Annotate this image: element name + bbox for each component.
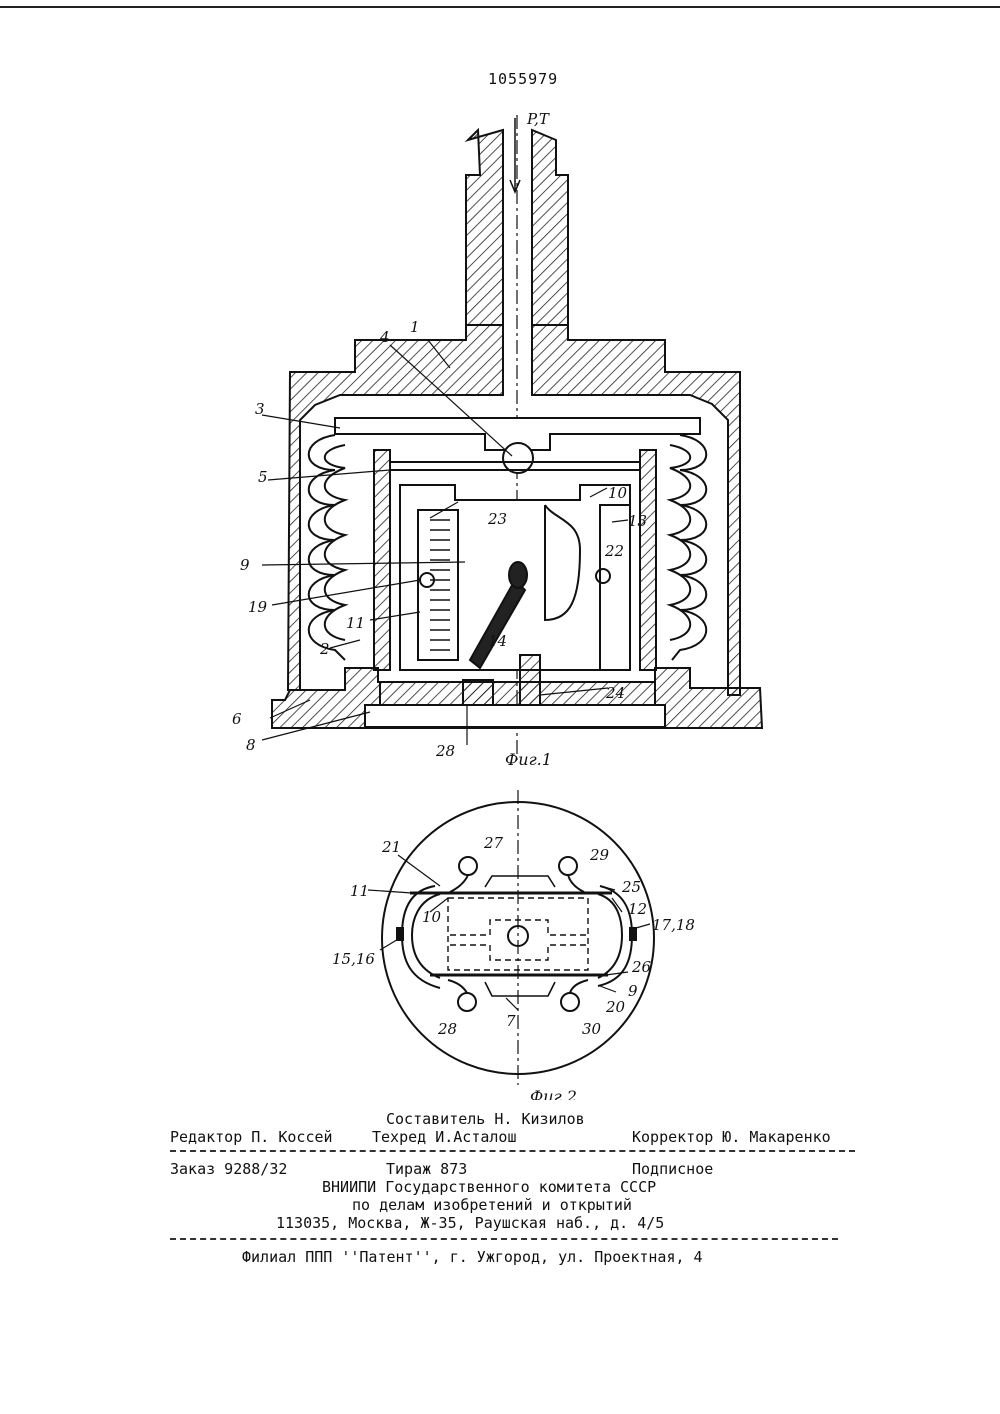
label-19: 19 [248,598,268,616]
rule-1 [170,1150,855,1152]
label-22: 22 [604,542,624,560]
terminal-30 [561,993,579,1011]
techred: Техред И.Асталош [372,1128,517,1146]
org-line-2: по делам изобретений и открытий [352,1196,632,1214]
label-13: 13 [628,512,647,530]
address: 113035, Москва, Ж-35, Раушская наб., д. … [276,1214,664,1232]
label-15-16: 15,16 [332,950,375,968]
label-4: 4 [379,328,390,346]
label-10: 10 [608,484,628,502]
ball-4 [503,443,533,473]
label-8: 8 [246,736,256,754]
rule-2 [170,1238,838,1240]
fig2-caption: Фиг.2 [530,1087,577,1100]
org-line-1: ВНИИПИ Государственного комитета СССР [322,1178,656,1196]
circulation: Тираж 873 [386,1160,467,1178]
label-2: 2 [319,640,330,658]
label-9b: 9 [628,982,638,1000]
subscription: Подписное [632,1160,713,1178]
label-21: 21 [381,838,401,856]
technical-drawing: P,T 1 4 3 5 23 10 13 9 22 19 11 2 14 24 … [0,0,1000,1100]
label-20: 20 [605,998,626,1016]
sensing-plate-11 [418,510,458,660]
label-11b: 11 [350,882,369,900]
editor: Редактор П. Коссей [170,1128,333,1146]
spring-left [402,886,440,988]
cup-wall-left [374,450,390,670]
label-12: 12 [628,900,647,918]
cup-wall-right [640,450,656,670]
label-7: 7 [506,1012,516,1030]
branch: Филиал ППП ''Патент'', г. Ужгород, ул. П… [242,1248,703,1266]
corrector: Корректор Ю. Макаренко [632,1128,831,1146]
label-28b: 28 [437,1020,457,1038]
fig2-labels: 21 27 29 11 25 10 12 17,18 15,16 26 9 20… [332,834,695,1100]
label-11: 11 [346,614,365,632]
label-6: 6 [232,710,242,728]
label-30: 30 [582,1020,602,1038]
label-23: 23 [487,510,507,528]
housing-stem [466,130,503,325]
spring-right [598,886,632,986]
terminal-27 [459,857,477,875]
label-14: 14 [488,632,507,650]
label-29: 29 [589,846,610,864]
label-26: 26 [631,958,652,976]
label-5: 5 [258,468,268,486]
fig1-caption: Фиг.1 [505,750,552,769]
base-plate-8 [365,705,665,727]
order: Заказ 9288/32 [170,1160,287,1178]
label-3: 3 [255,400,265,418]
terminal-28 [458,993,476,1011]
composer: Составитель Н. Кизилов [386,1110,585,1128]
label-28: 28 [435,742,455,760]
label-9: 9 [240,556,250,574]
label-27: 27 [483,834,504,852]
terminal-29 [559,857,577,875]
housing-stem-right [532,130,568,325]
label-pt: P,T [526,110,550,128]
figure-2 [382,790,654,1085]
label-10b: 10 [422,908,442,926]
label-24: 24 [605,684,625,702]
figure-1 [272,115,762,760]
label-1: 1 [410,318,420,336]
label-25: 25 [621,878,641,896]
label-17-18: 17,18 [652,916,695,934]
